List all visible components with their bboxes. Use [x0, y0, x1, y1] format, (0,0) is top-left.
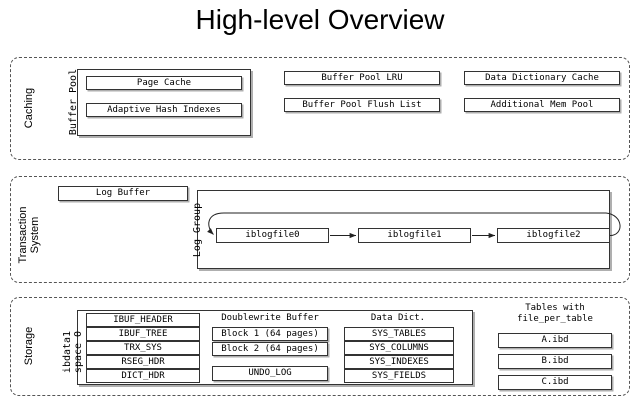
node-sys-indexes[interactable]: SYS_INDEXES [344, 355, 454, 369]
section-transaction-system-label: Transaction System [17, 195, 43, 275]
section-caching-label: Caching [23, 87, 35, 129]
page-title: High-level Overview [195, 4, 445, 35]
node-buffer-pool-flush-list[interactable]: Buffer Pool Flush List [284, 98, 440, 112]
node-a-ibd[interactable]: A.ibd [498, 333, 612, 348]
node-b-ibd[interactable]: B.ibd [498, 354, 612, 369]
section-transaction-system-label-line2: System [29, 216, 41, 254]
node-log-buffer[interactable]: Log Buffer [58, 186, 188, 201]
node-block-2[interactable]: Block 2 (64 pages) [212, 342, 328, 356]
node-sys-columns[interactable]: SYS_COLUMNS [344, 341, 454, 355]
node-data-dictionary-cache[interactable]: Data Dictionary Cache [464, 71, 620, 85]
node-ibuf-header[interactable]: IBUF_HEADER [86, 313, 200, 327]
node-ibuf-tree[interactable]: IBUF_TREE [86, 327, 200, 341]
node-buffer-pool-lru[interactable]: Buffer Pool LRU [284, 71, 440, 85]
group-buffer-pool-label: Buffer Pool [68, 68, 79, 136]
node-rseg-hdr[interactable]: RSEG_HDR [86, 355, 200, 369]
node-undo-log[interactable]: UNDO_LOG [212, 366, 328, 381]
node-page-cache[interactable]: Page Cache [86, 76, 242, 90]
node-iblogfile2[interactable]: iblogfile2 [497, 228, 610, 243]
node-dict-hdr[interactable]: DICT_HDR [86, 369, 200, 383]
tables-header-line2: file_per_table [517, 314, 593, 324]
group-log-group-label: Log Group [192, 202, 203, 258]
node-adaptive-hash-indexes[interactable]: Adaptive Hash Indexes [86, 103, 242, 117]
node-block-1[interactable]: Block 1 (64 pages) [212, 327, 328, 341]
node-iblogfile1[interactable]: iblogfile1 [358, 228, 471, 243]
group-ibdata1-label-line2: space 0 [73, 330, 84, 374]
group-ibdata1-label: ibdata1 space 0 [62, 313, 86, 391]
group-ibdata1-label-line1: ibdata1 [62, 330, 73, 374]
column-header-doublewrite-buffer: Doublewrite Buffer [221, 313, 319, 323]
tables-file-per-table-header: Tables with file_per_table [490, 303, 620, 325]
node-trx-sys[interactable]: TRX_SYS [86, 341, 200, 355]
tables-header-line1: Tables with [525, 303, 585, 313]
node-sys-tables[interactable]: SYS_TABLES [344, 327, 454, 341]
section-transaction-system-label-line1: Transaction [17, 206, 29, 264]
node-sys-fields[interactable]: SYS_FIELDS [344, 369, 454, 383]
node-additional-mem-pool[interactable]: Additional Mem Pool [464, 98, 620, 112]
node-iblogfile0[interactable]: iblogfile0 [216, 228, 329, 243]
column-header-data-dict: Data Dict. [370, 313, 426, 323]
section-storage-label: Storage [23, 326, 35, 366]
node-c-ibd[interactable]: C.ibd [498, 375, 612, 390]
